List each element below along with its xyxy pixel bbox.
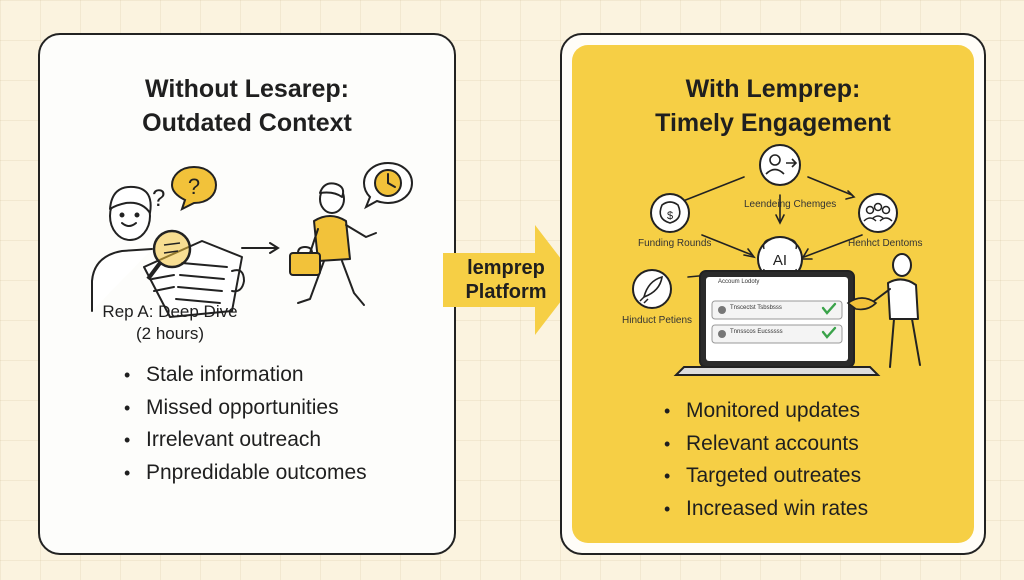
platform-arrow-label-line2: Platform — [465, 281, 547, 303]
node-label-right: Henhct Dentoms — [848, 238, 923, 249]
laptop-header: Accoum Lodoty — [718, 279, 760, 285]
right-title-line1: With Lemprep: — [685, 75, 861, 103]
check-icon — [821, 302, 837, 315]
right-panel-highlight: With Lemprep: Timely Engagement — [572, 45, 974, 543]
list-item: Pnpredidable outcomes — [124, 457, 367, 490]
walking-person-illustration — [289, 182, 377, 306]
handshake-icon — [846, 297, 878, 311]
group-people-icon — [858, 193, 898, 233]
rep-caption: Rep A: Deep Dive (2 hours) — [80, 301, 260, 345]
laptop-row-2: Tnnsscos Eucsssss — [730, 329, 783, 335]
newspaper-reader-illustration — [91, 185, 245, 318]
left-panel: Without Lesarep: Outdated Context — [38, 33, 456, 555]
money-symbol: $ — [667, 210, 673, 222]
svg-text:?: ? — [188, 174, 200, 199]
laptop-row-1: Tnscectst Tsbsbsss — [730, 305, 782, 311]
left-title: Without Lesarep: Outdated Context — [40, 72, 454, 140]
rep-caption-line2: (2 hours) — [135, 324, 205, 343]
check-icon — [821, 326, 837, 339]
question-mark: ? — [152, 185, 166, 212]
list-item: Relevant accounts — [664, 428, 868, 461]
laptop-dashboard — [673, 270, 881, 376]
left-title-line1: Without Lesarep: — [145, 75, 349, 103]
list-item: Missed opportunities — [124, 392, 367, 425]
right-title: With Lemprep: Timely Engagement — [572, 72, 974, 140]
question-bubble-icon: ? — [170, 165, 218, 211]
user-switch-icon — [759, 144, 801, 186]
arrow-right-icon — [241, 242, 280, 254]
list-item: Stale information — [124, 359, 367, 392]
list-item: Monitored updates — [664, 395, 868, 428]
left-bullet-list: Stale information Missed opportunities I… — [124, 359, 367, 489]
left-title-line2: Outdated Context — [142, 109, 352, 137]
platform-arrow-label-line1: lemprep — [467, 257, 545, 279]
rocket-icon — [632, 269, 672, 309]
list-item: Irrelevant outreach — [124, 424, 367, 457]
right-bullet-list: Monitored updates Relevant accounts Targ… — [664, 395, 868, 525]
money-bag-icon: $ — [650, 193, 690, 233]
platform-arrow-label: lemprep Platform — [448, 256, 564, 304]
list-item: Increased win rates — [664, 493, 868, 526]
presenter-person-illustration — [873, 253, 921, 368]
signal-network-diagram: $ AI — [632, 144, 921, 376]
node-label-top: Leendeing Chemges — [744, 199, 837, 210]
node-label-funding: Funding Rounds — [638, 238, 712, 249]
rep-caption-line1: Rep A: Deep Dive — [102, 302, 238, 321]
ai-node-label: AI — [773, 252, 787, 269]
right-panel: With Lemprep: Timely Engagement — [560, 33, 986, 555]
node-label-bottom-left: Hinduct Petiens — [622, 315, 693, 326]
clock-bubble-icon — [362, 161, 414, 210]
list-item: Targeted outreates — [664, 460, 868, 493]
right-title-line2: Timely Engagement — [655, 109, 891, 137]
platform-arrow — [443, 225, 578, 335]
magnifier-icon — [146, 229, 192, 281]
